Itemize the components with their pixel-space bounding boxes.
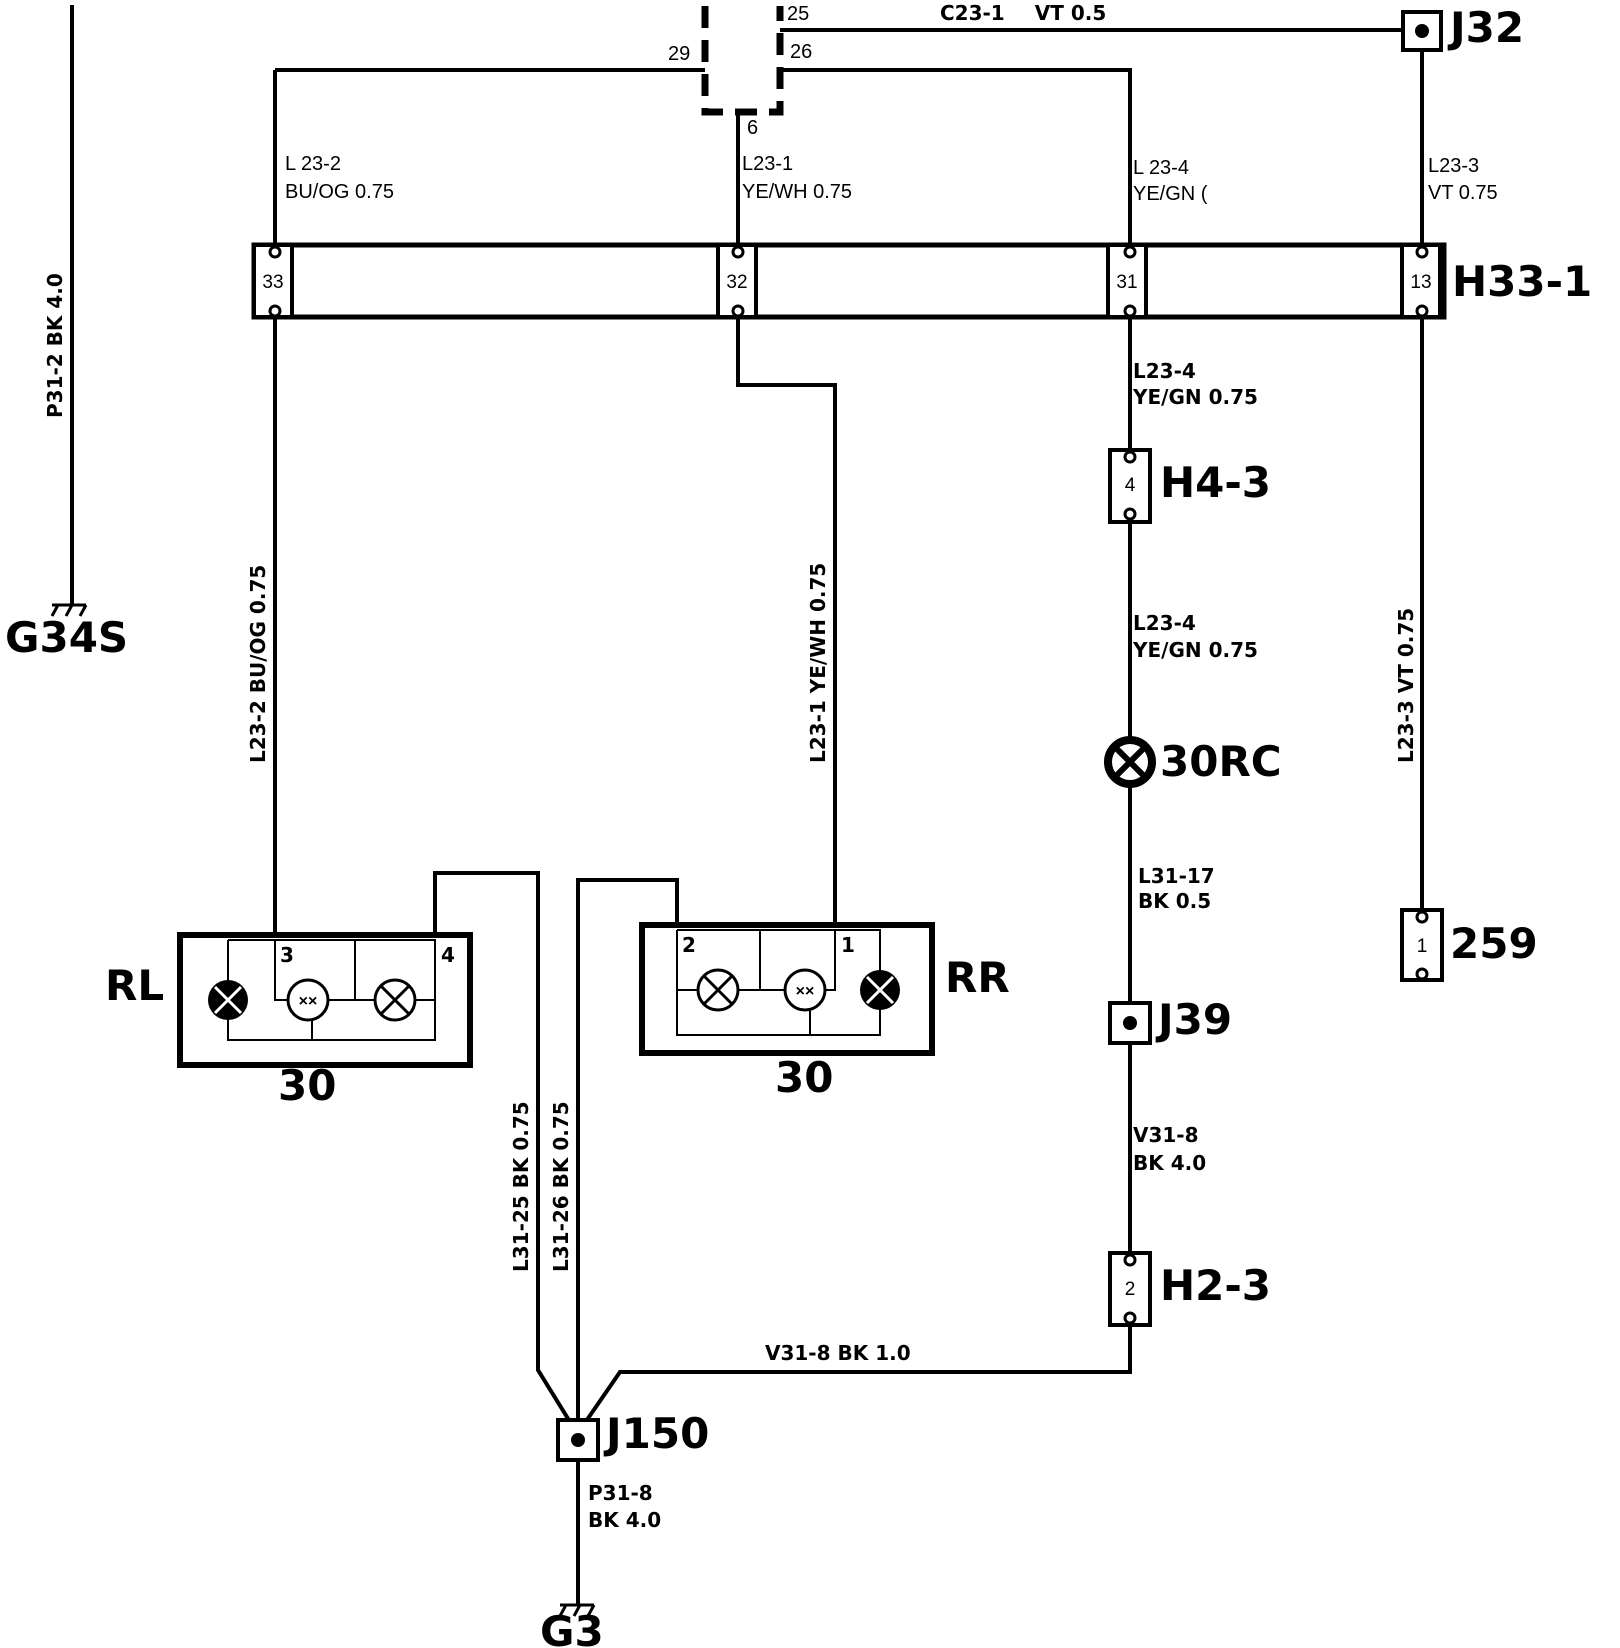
lamp-unit-rl: ×× 3 4 RL 30 [105,932,473,1110]
connector-h4-3: 4 H4-3 [1108,448,1271,524]
h33-1-label: H33-1 [1452,257,1592,306]
30rc-label: 30RC [1160,737,1282,786]
p31-2-vert-label: P31-2 BK 4.0 [43,273,67,418]
l23-2-top-spec: BU/OG 0.75 [285,181,394,203]
ground-g3: G3 [540,1603,604,1648]
pin-6-label: 6 [747,117,758,139]
j32-label: J32 [1447,3,1524,52]
l31-17-spec: BK 0.5 [1138,889,1211,913]
l31-17-id: L31-17 [1138,864,1215,888]
h4-3-pin: 4 [1125,475,1136,496]
rr-number: 30 [775,1053,833,1102]
l23-1-vert-label: L23-1 YE/WH 0.75 [806,563,830,763]
g34s-label: G34S [5,613,128,662]
pin-29-label: 29 [668,43,690,65]
pin-25-label: 25 [787,3,809,25]
pin-32-label: 32 [726,272,747,293]
l23-4-top-id: L 23-4 [1133,157,1189,179]
l23-4-a-id: L23-4 [1133,359,1196,383]
svg-text:××: ×× [299,993,318,1010]
connector-259: 1 259 [1400,908,1538,982]
connector-h33-1: 33 32 31 13 H33-1 [251,242,1592,320]
rl-pin-4: 4 [441,943,455,967]
rr-label: RR [945,953,1010,1002]
junction-j32: J32 [1401,3,1524,52]
rr-pin-2: 2 [682,933,696,957]
l31-26-vert-label: L31-26 BK 0.75 [549,1101,573,1272]
wire-l23-4-top [780,68,1132,250]
rr-pin-1: 1 [841,933,855,957]
h2-3-pin: 2 [1125,1279,1136,1300]
j150-label: J150 [603,1409,709,1458]
l23-1-top-id: L23-1 [742,153,793,175]
v31-8-a-spec: BK 4.0 [1133,1151,1206,1175]
l23-2-top-id: L 23-2 [285,153,341,175]
wire-labels-vertical: P31-2 BK 4.0 L23-2 BU/OG 0.75 L23-1 YE/W… [43,273,1418,1272]
l23-3-vert-label: L23-3 VT 0.75 [1394,608,1418,763]
ground-g34s: G34S [5,603,128,662]
l23-4-b-spec: YE/GN 0.75 [1132,638,1258,662]
connector-h2-3: 2 H2-3 [1108,1251,1271,1327]
wire-l31-26 [576,878,679,1430]
lamp-unit-rr: ×× 2 1 RR 30 [639,922,1010,1102]
rl-label: RL [105,961,164,1010]
rl-pin-3: 3 [280,943,294,967]
l31-25-vert-label: L31-25 BK 0.75 [509,1101,533,1272]
l23-4-top-spec: YE/GN ( [1133,183,1208,205]
p31-8-id: P31-8 [588,1481,653,1505]
h2-3-label: H2-3 [1160,1261,1271,1310]
junction-j39: J39 [1108,995,1232,1045]
p31-8-spec: BK 4.0 [588,1508,661,1532]
wire-l23-1-vert [736,312,837,930]
wire-l31-25 [433,871,577,1432]
top-connector-outline [701,6,784,116]
h4-3-label: H4-3 [1160,458,1271,507]
l23-3-top-id: L23-3 [1428,155,1479,177]
259-pin: 1 [1417,936,1428,957]
259-label: 259 [1450,919,1538,968]
j39-label: J39 [1155,995,1232,1044]
l23-1-top-spec: YE/WH 0.75 [742,181,852,203]
v31-8-b-label: V31-8 BK 1.0 [765,1341,911,1365]
lamp-30rc: 30RC [1104,736,1282,788]
rl-number: 30 [278,1061,336,1110]
l23-4-b-id: L23-4 [1133,611,1196,635]
l23-2-vert-label: L23-2 BU/OG 0.75 [246,565,270,763]
l23-4-a-spec: YE/GN 0.75 [1132,385,1258,409]
svg-text:××: ×× [796,983,815,1000]
pin-33-label: 33 [262,272,283,293]
g3-label: G3 [540,1607,604,1648]
junction-j150: J150 [556,1409,709,1462]
wire-v31-8-b [578,1318,1132,1432]
v31-8-a-id: V31-8 [1133,1123,1199,1147]
pin-26-label: 26 [790,41,812,63]
l23-3-top-spec: VT 0.75 [1428,182,1498,204]
pin-31-label: 31 [1116,272,1137,293]
pin-13-label: 13 [1410,272,1431,293]
